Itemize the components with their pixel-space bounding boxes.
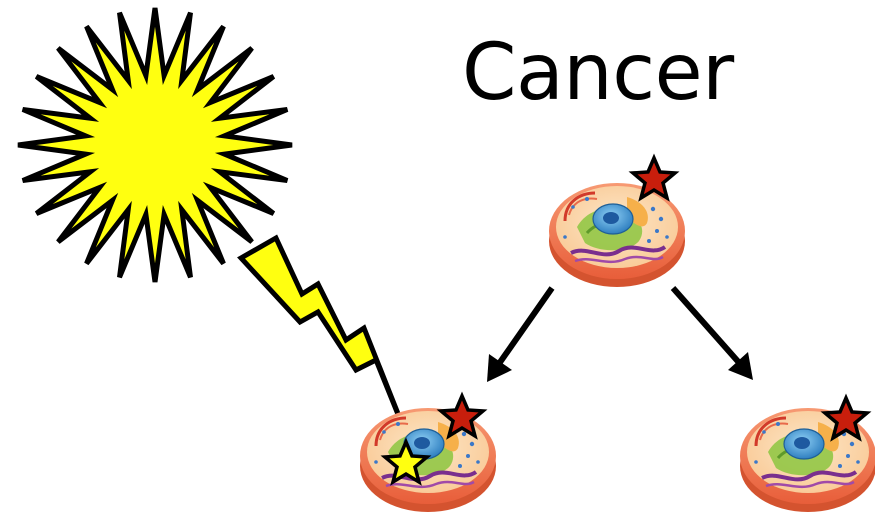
cell-icon — [360, 408, 496, 512]
arrow-left-icon — [487, 288, 552, 382]
arrow-right-icon — [673, 288, 753, 380]
sun-icon — [18, 8, 292, 282]
diagram-title: Cancer — [462, 34, 734, 112]
cell-icon — [549, 183, 685, 287]
